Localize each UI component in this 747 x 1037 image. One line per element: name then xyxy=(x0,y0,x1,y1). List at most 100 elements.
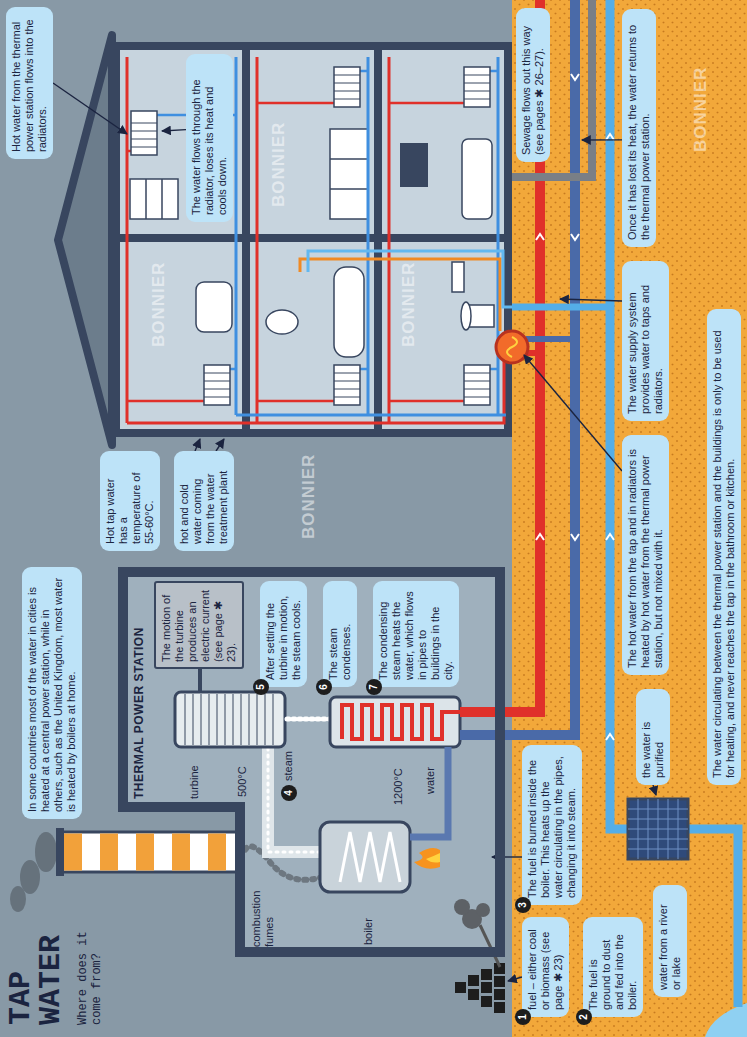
callout-text: After setting the turbine in motion, the… xyxy=(264,588,303,680)
chimney xyxy=(208,834,226,871)
watermark: BONNIER xyxy=(270,122,287,207)
station-interior xyxy=(123,572,500,952)
water-main xyxy=(688,829,738,1007)
radiators xyxy=(131,67,490,405)
callout-box: The condensing steam heats the water, wh… xyxy=(373,581,459,687)
callout-box: The hot water from the tap and in radiat… xyxy=(622,435,669,675)
radiators xyxy=(204,365,230,405)
part-label: steam xyxy=(282,751,295,781)
callout-text: The water supply system provides water t… xyxy=(626,268,665,414)
furniture xyxy=(266,310,298,334)
turbine-drawing xyxy=(198,669,202,692)
power-station: THERMAL POWER STATIONThe motion of the t… xyxy=(118,567,505,957)
callout-box: The fuel is burned inside the boiler. Th… xyxy=(522,745,582,905)
callout-box: water from a river or lake xyxy=(653,885,687,997)
lake xyxy=(705,1003,747,1037)
watermark: BONNIER xyxy=(300,454,317,539)
callout-text: Once it has lost its heat, the water ret… xyxy=(626,16,652,240)
furniture xyxy=(400,143,428,187)
callout-box: the water is purified xyxy=(636,689,670,785)
callout-text: The condensing steam heats the water, wh… xyxy=(377,588,455,680)
furniture xyxy=(452,262,464,292)
fuel-pile xyxy=(455,982,466,993)
house-pipes xyxy=(127,57,504,423)
callout-number: 6 xyxy=(316,679,332,695)
station-outline xyxy=(123,572,500,952)
leader-arrow xyxy=(508,977,522,981)
chimney xyxy=(172,834,190,871)
boiler-drawing xyxy=(320,822,440,892)
callout-box: The water circulating between the therma… xyxy=(707,309,741,785)
callout-number: 7 xyxy=(366,679,382,695)
furniture xyxy=(146,179,162,219)
chimney xyxy=(136,834,154,871)
lake xyxy=(705,1003,747,1037)
purification-tank xyxy=(628,799,688,859)
fuel-pile xyxy=(455,963,505,1013)
leader-arrow xyxy=(524,355,622,471)
watermark: BONNIER xyxy=(400,262,417,347)
house xyxy=(382,50,504,234)
callout-number: 3 xyxy=(515,897,531,913)
water-main xyxy=(512,304,610,311)
callout-box: Once it has lost its heat, the water ret… xyxy=(622,9,656,247)
radiators xyxy=(131,75,490,397)
part-label: water xyxy=(424,767,437,794)
callout-text: The fuel is ground to dust and fed into … xyxy=(587,924,639,1010)
callout-number: 5 xyxy=(253,679,269,695)
furniture xyxy=(461,302,471,330)
callout-number: 2 xyxy=(576,1009,592,1025)
fuel-conveyor xyxy=(454,899,470,915)
fuel-pile xyxy=(468,975,479,986)
sewage-pipe xyxy=(512,0,592,177)
fuel-pile xyxy=(494,1002,505,1013)
chimney xyxy=(56,828,240,876)
radiators xyxy=(464,67,490,107)
callout-text: The water flows through the radiator, lo… xyxy=(190,61,229,215)
subtitle: Where does it come from? xyxy=(76,915,105,1025)
watermark: BONNIER xyxy=(692,67,709,152)
condenser-drawing xyxy=(330,697,460,747)
condenser-drawing xyxy=(330,697,460,747)
page-title: TAP WATER xyxy=(6,910,66,1025)
turbine-drawing xyxy=(175,669,330,747)
house-pipes xyxy=(127,57,512,423)
house xyxy=(112,42,512,437)
purification-tank xyxy=(628,799,688,859)
radiators xyxy=(334,67,360,107)
generator-box: The motion of the turbine produces an el… xyxy=(154,581,244,669)
water-pipe xyxy=(410,747,448,837)
callout-box: The water flows through the radiator, lo… xyxy=(186,54,233,222)
heat-exchanger xyxy=(496,331,528,363)
turbine-drawing xyxy=(185,694,273,745)
water-pipe xyxy=(410,747,448,837)
callout-text: The water circulating between the therma… xyxy=(711,316,737,778)
ground xyxy=(512,0,747,1037)
water-main xyxy=(512,0,738,1007)
smoke xyxy=(10,832,57,912)
fuel-pile xyxy=(481,969,492,980)
leader-arrow xyxy=(216,439,224,451)
callout-text: hot and cold water coming from the water… xyxy=(178,458,230,544)
callout-text: Hot water from the thermal power station… xyxy=(10,14,49,152)
callout-number: 4 xyxy=(281,785,297,801)
leader-arrow xyxy=(53,83,127,134)
leader-arrow xyxy=(560,299,622,301)
callout-box: hot and cold water coming from the water… xyxy=(174,451,234,551)
chimney xyxy=(64,834,82,871)
fuel-pile xyxy=(494,976,505,987)
callout-text: The hot water from the tap and in radiat… xyxy=(626,442,665,668)
callout-text: fuel – either coal or biomass (see page … xyxy=(526,924,565,1010)
chimney xyxy=(100,834,118,871)
leader-arrow xyxy=(195,439,200,451)
part-label: turbine xyxy=(188,765,201,799)
house xyxy=(58,35,512,445)
furniture xyxy=(330,129,368,219)
fuel-pile xyxy=(481,982,492,993)
chimney xyxy=(62,832,240,872)
sewage-pipe xyxy=(512,0,592,177)
turbine-drawing xyxy=(287,717,330,722)
temperature-label: 500°C xyxy=(236,766,249,797)
sky xyxy=(0,0,512,1037)
callout-text: water from a river or lake xyxy=(657,892,683,990)
